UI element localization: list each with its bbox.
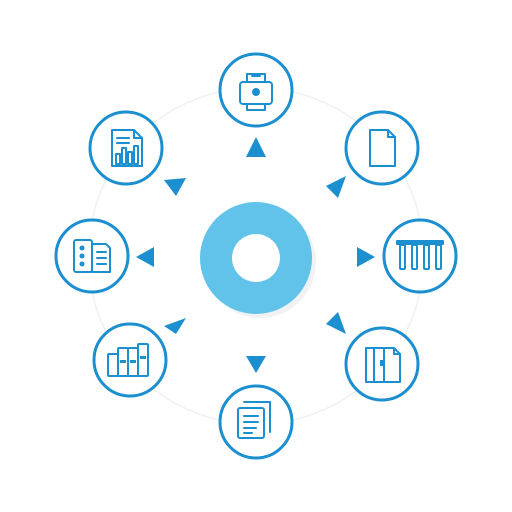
node-top-left — [88, 110, 164, 186]
node-top-right — [344, 110, 420, 186]
node-bottom-right — [344, 326, 420, 402]
arrows — [136, 137, 375, 373]
node-left — [54, 218, 130, 294]
server-document-icon — [73, 239, 111, 273]
columns-icon — [396, 240, 444, 270]
node-top-right-circle — [344, 110, 420, 186]
node-bottom — [218, 384, 294, 460]
filing-cabinet-icon — [365, 347, 401, 383]
arrow-bottom-left — [164, 318, 186, 334]
node-bottom-left — [92, 322, 168, 398]
document-icon — [369, 129, 396, 167]
report-chart-icon — [111, 129, 143, 167]
hub-hole — [232, 234, 280, 282]
books-icon — [107, 343, 149, 377]
printer-document-icon — [239, 73, 273, 111]
ring-hub-icon — [200, 202, 316, 318]
arrow-right — [357, 247, 375, 267]
arrow-bottom — [246, 356, 266, 373]
arrow-top-right — [326, 176, 346, 198]
arrow-bottom-right — [326, 312, 346, 334]
arrow-top-left — [164, 178, 186, 196]
node-right-circle — [382, 218, 458, 294]
arrow-top — [246, 137, 266, 157]
arrow-left — [136, 247, 154, 267]
node-top — [218, 52, 294, 128]
nodes — [54, 52, 458, 460]
stacked-documents-icon — [237, 401, 271, 439]
node-right — [382, 218, 458, 294]
